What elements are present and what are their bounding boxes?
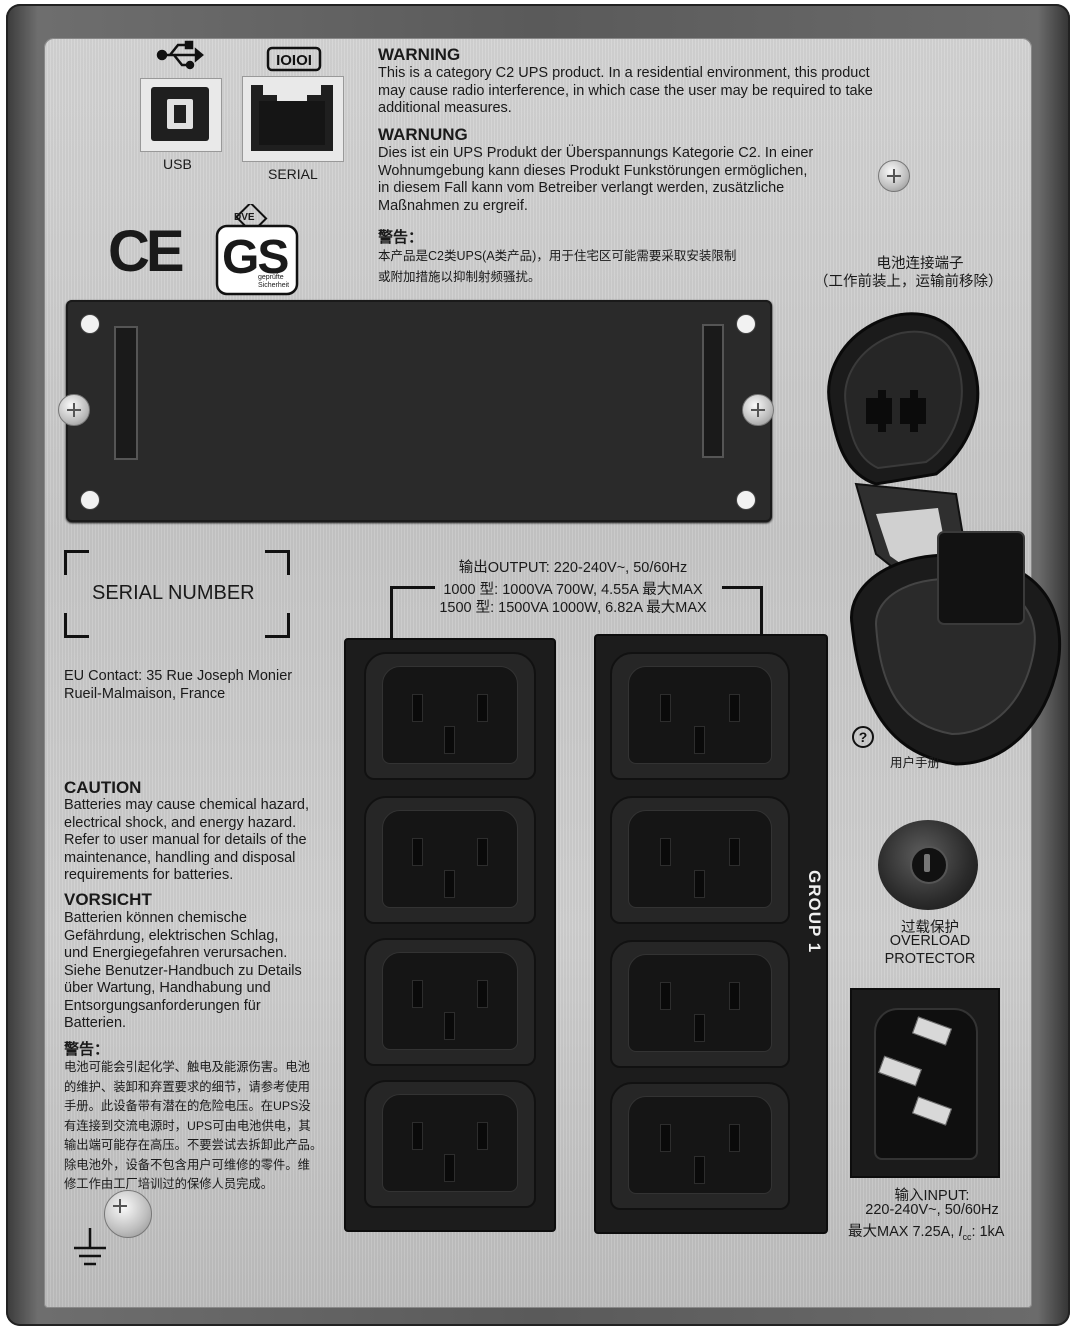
- overload-label-2: PROTECTOR: [884, 951, 976, 967]
- gs-small-label: geprüfte Sicherheit: [258, 274, 290, 289]
- svg-text:IOIOI: IOIOI: [276, 52, 312, 69]
- iec-c13-outlet[interactable]: [610, 940, 790, 1068]
- serial-label: SERIAL: [268, 166, 318, 182]
- caution-title-de: VORSICHT: [64, 890, 152, 909]
- gs-certification-mark: DVE GS geprüfte Sicherheit: [214, 204, 300, 296]
- eu-contact: EU Contact: 35 Rue Joseph Monier Rueil-M…: [64, 668, 293, 702]
- svg-text:?: ?: [859, 729, 868, 745]
- slot-screw-left: [58, 394, 90, 426]
- input-spec-line1: 输入INPUT:: [894, 1188, 970, 1204]
- overload-label-cn: 过载保护: [901, 920, 959, 936]
- warning-title-de: WARNUNG: [378, 125, 468, 144]
- serial-icon: IOIOI: [266, 46, 322, 72]
- warning-text-en: This is a category C2 UPS product. In a …: [378, 65, 873, 116]
- outlet-bank-1: [344, 638, 556, 1232]
- smartslot-cover-plate: [66, 300, 772, 522]
- ce-mark: CE: [108, 219, 185, 284]
- ground-icon: [74, 1228, 106, 1266]
- usb-label: USB: [163, 156, 192, 172]
- slot-screw-right: [742, 394, 774, 426]
- overload-label-1: OVERLOAD: [889, 933, 971, 949]
- plate-hole: [736, 314, 756, 334]
- manual-icon: ?: [852, 726, 874, 748]
- iec-c13-outlet[interactable]: [364, 938, 536, 1066]
- usb-icon: [156, 40, 204, 70]
- plate-hole: [736, 490, 756, 510]
- caution-title-en: CAUTION: [64, 778, 142, 797]
- input-spec-line2: 220-240V~, 50/60Hz: [865, 1202, 999, 1218]
- group-1-label: GROUP 1: [805, 870, 824, 954]
- gs-label: GS: [222, 231, 289, 284]
- ac-input-inlet[interactable]: [850, 988, 1000, 1178]
- iec-c13-outlet[interactable]: [364, 796, 536, 924]
- plate-hole: [80, 314, 100, 334]
- ground-screw: [104, 1190, 152, 1238]
- iec-c13-outlet[interactable]: [610, 652, 790, 780]
- warning-text-cn: 本产品是C2类UPS(A类产品)，用于住宅区可能需要采取安装限制 或附加措施以抑…: [378, 249, 737, 284]
- manual-label: 用户手册: [890, 756, 941, 770]
- serial-number-box: SERIAL NUMBER: [64, 550, 290, 638]
- output-bracket-right: [722, 586, 763, 635]
- battery-connector-label-1: 电池连接端子: [876, 256, 964, 272]
- warning-title-cn: 警告：: [378, 229, 424, 246]
- plate-latch-right[interactable]: [702, 324, 724, 458]
- caution-title-cn: 警告：: [64, 1041, 110, 1058]
- serial-port[interactable]: [242, 76, 344, 162]
- panel-screw-top-right: [878, 160, 910, 192]
- caution-text-cn: 电池可能会引起化学、触电及能源伤害。电池 的维护、装卸和弃置要求的细节，请参考使…: [64, 1060, 323, 1191]
- output-spec-line1: 输出OUTPUT: 220-240V~, 50/60Hz: [458, 560, 688, 576]
- iec-c13-outlet[interactable]: [610, 796, 790, 924]
- overload-protector-button[interactable]: [878, 820, 978, 910]
- serial-number-label: SERIAL NUMBER: [92, 582, 255, 604]
- outlet-bank-group-1: [594, 634, 828, 1234]
- plate-hole: [80, 490, 100, 510]
- plate-latch-left[interactable]: [114, 326, 138, 460]
- warning-text-de: Dies ist ein UPS Produkt der Überspannun…: [378, 145, 814, 214]
- battery-connector-label-2: （工作前装上，运输前移除）: [814, 274, 1003, 290]
- iec-c13-outlet[interactable]: [610, 1082, 790, 1210]
- caution-text-de: Batterien können chemische Gefährdung, e…: [64, 910, 302, 1031]
- input-spec-line3: 最大MAX 7.25A, Icc: 1kA: [848, 1224, 1005, 1242]
- output-spec-line3: 1500 型: 1500VA 1000W, 6.82A 最大MAX: [439, 600, 707, 616]
- iec-c13-outlet[interactable]: [364, 1080, 536, 1208]
- battery-connector[interactable]: [806, 294, 1070, 778]
- output-spec-line2: 1000 型: 1000VA 700W, 4.55A 最大MAX: [443, 582, 703, 598]
- caution-text-en: Batteries may cause chemical hazard, ele…: [64, 797, 309, 883]
- iec-c13-outlet[interactable]: [364, 652, 536, 780]
- output-bracket-left: [390, 586, 435, 639]
- usb-port[interactable]: [140, 78, 222, 152]
- warning-title-en: WARNING: [378, 45, 461, 64]
- gs-top-label: DVE: [234, 212, 255, 223]
